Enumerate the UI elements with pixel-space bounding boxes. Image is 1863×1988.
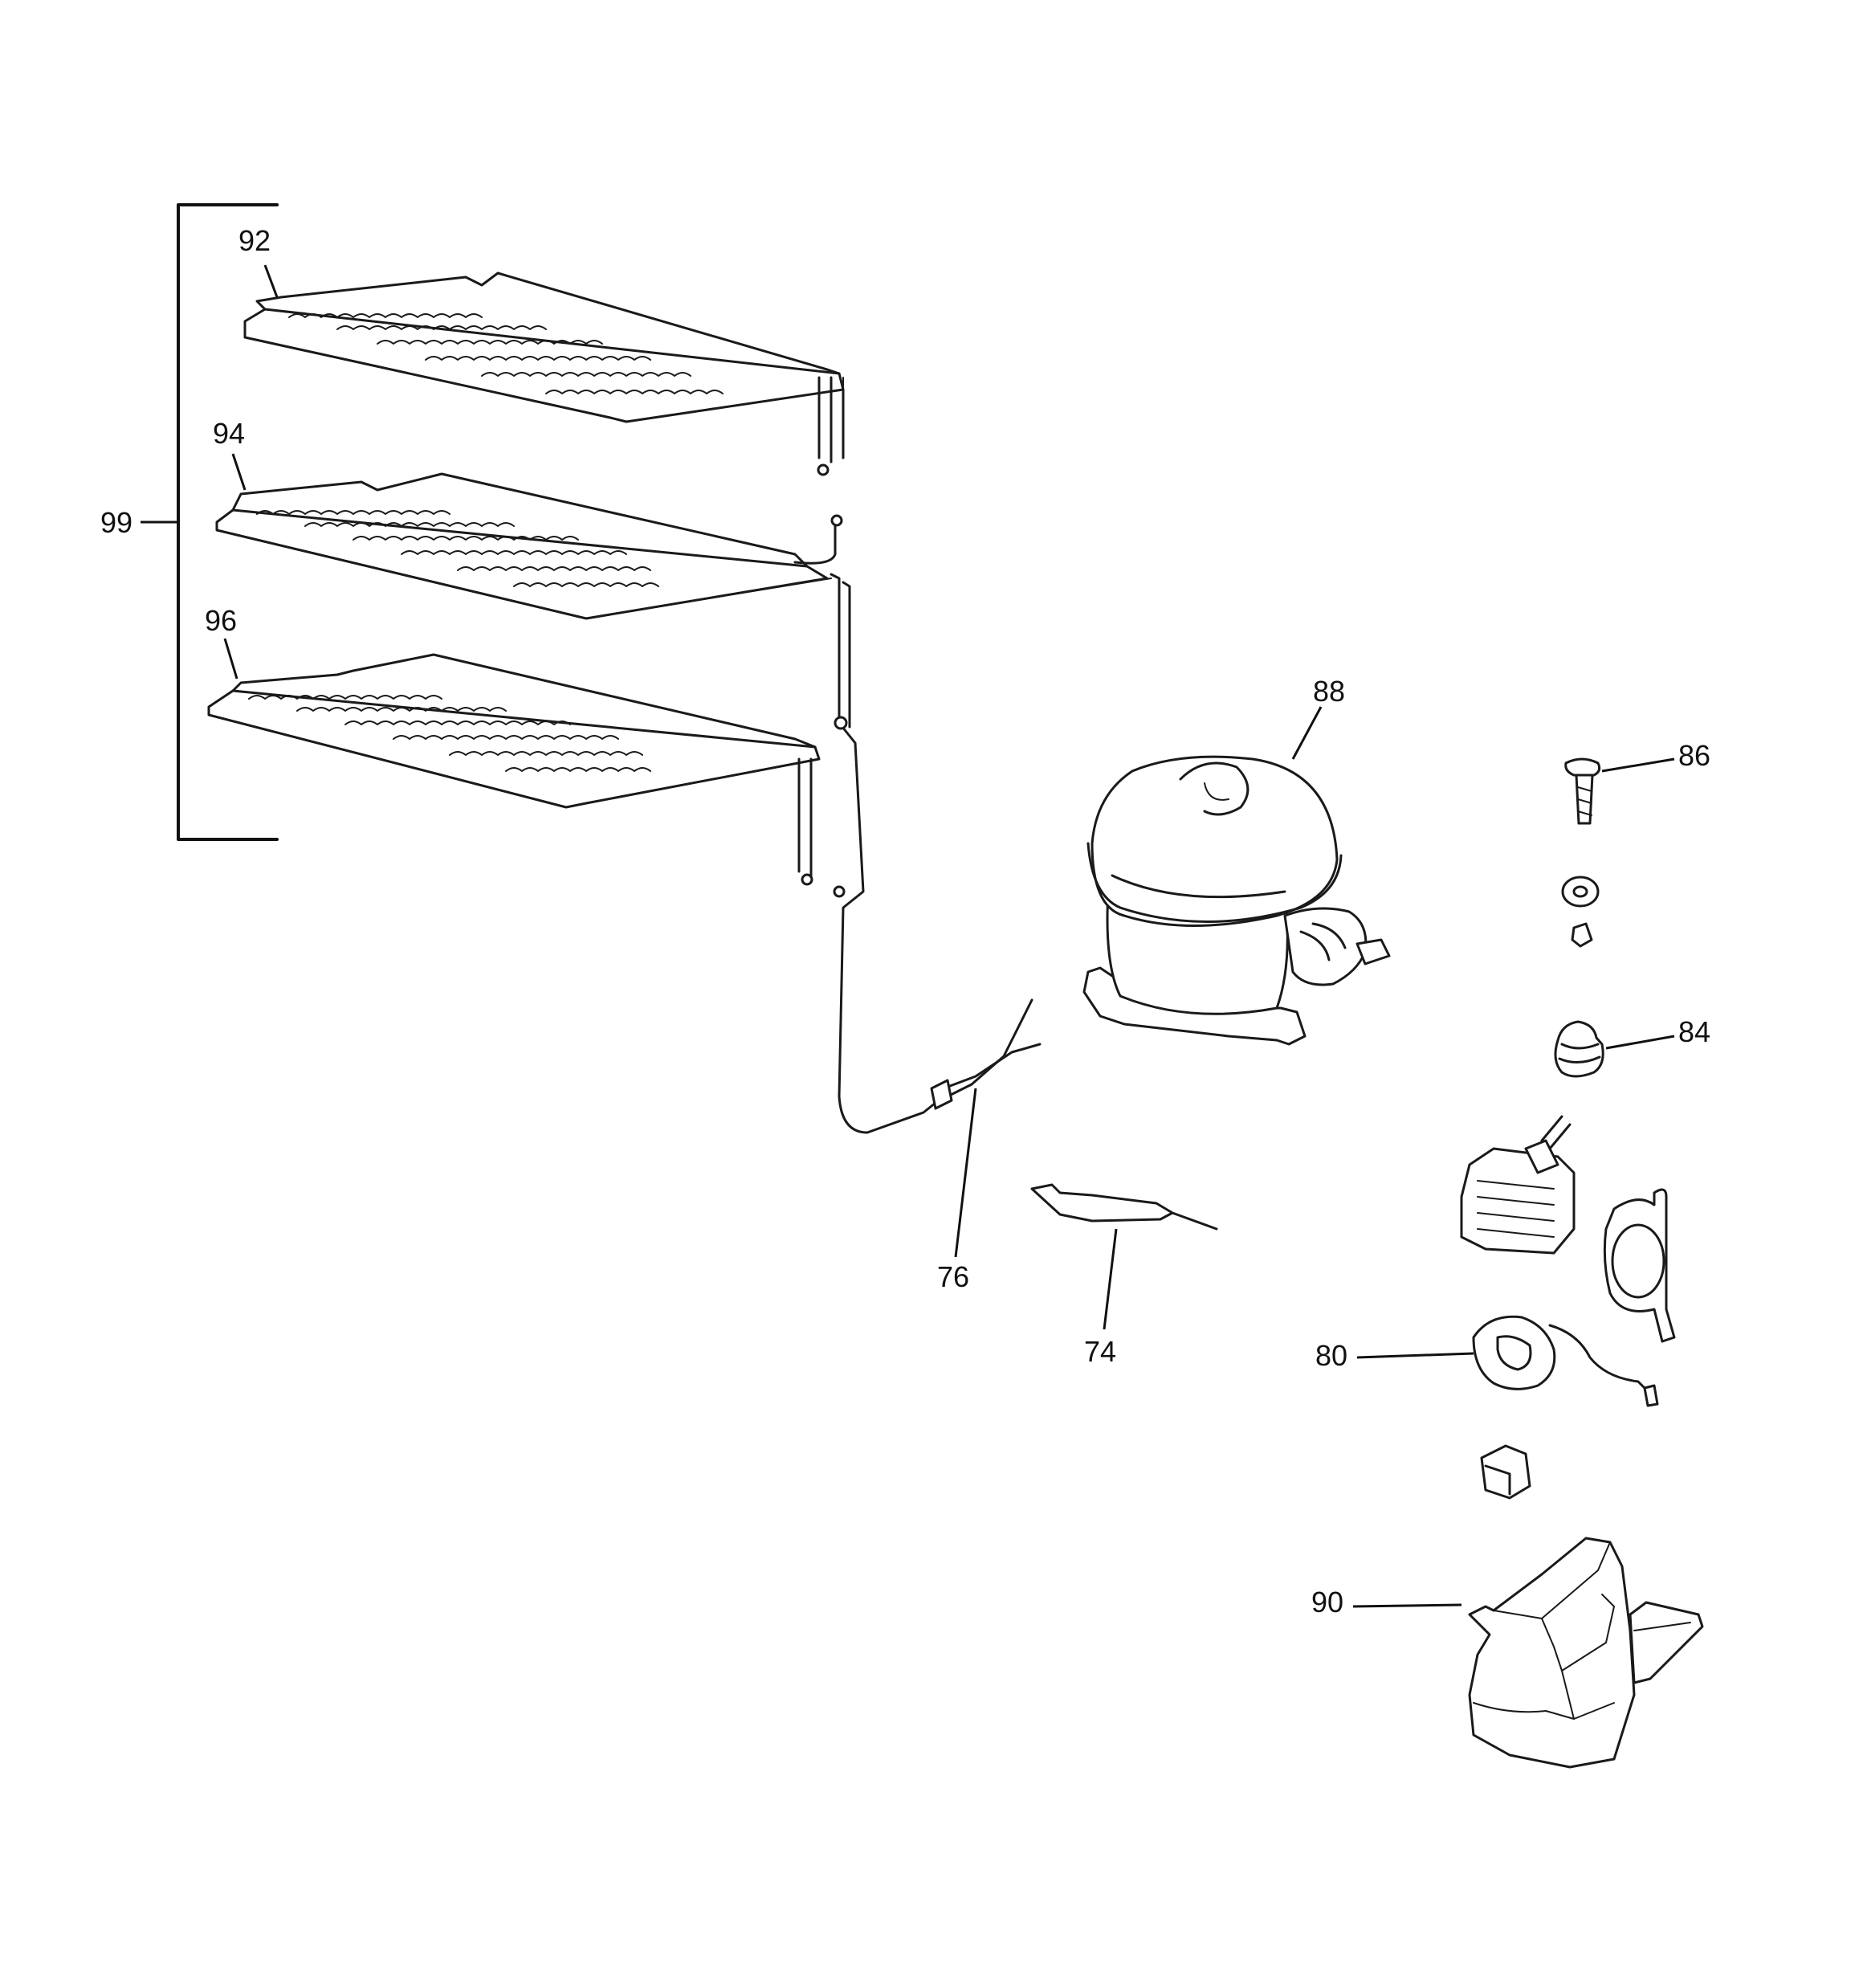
sleeve[interactable]	[1571, 922, 1593, 948]
callout-labels: 92 94 96 99 88 86 84 76 74 80 90	[100, 224, 1710, 1619]
compressor-88[interactable]	[1082, 755, 1391, 1046]
wire-harness-76[interactable]	[930, 998, 1042, 1110]
callout-92: 92	[238, 224, 271, 257]
callout-84: 84	[1678, 1015, 1710, 1048]
evaporator-assembly-bracket	[141, 203, 279, 841]
callout-80: 80	[1315, 1339, 1347, 1372]
callout-99: 99	[100, 506, 132, 539]
overload-relay-80[interactable]	[1472, 1315, 1659, 1407]
callout-94: 94	[213, 417, 245, 450]
grommet-84[interactable]	[1554, 1020, 1604, 1078]
relay[interactable]	[1460, 1115, 1576, 1255]
evaporator-plate-96[interactable]	[207, 653, 821, 886]
bolt-86[interactable]	[1564, 757, 1601, 825]
cover-90[interactable]	[1468, 1537, 1704, 1769]
leader-lines	[223, 264, 1675, 1608]
washer[interactable]	[1561, 876, 1600, 908]
capillary-tube-line	[830, 573, 945, 1134]
callout-90: 90	[1311, 1586, 1343, 1619]
callout-88: 88	[1313, 675, 1345, 708]
bracket-clip[interactable]	[1603, 1188, 1676, 1343]
callout-74: 74	[1084, 1335, 1116, 1368]
callout-86: 86	[1678, 739, 1710, 772]
evaporator-plate-94[interactable]	[215, 472, 843, 620]
evaporator-plate-92[interactable]	[243, 271, 845, 476]
callout-76: 76	[937, 1260, 969, 1293]
terminal-cover[interactable]	[1480, 1444, 1531, 1500]
callout-96: 96	[205, 604, 237, 637]
drier-74[interactable]	[1030, 1183, 1218, 1231]
